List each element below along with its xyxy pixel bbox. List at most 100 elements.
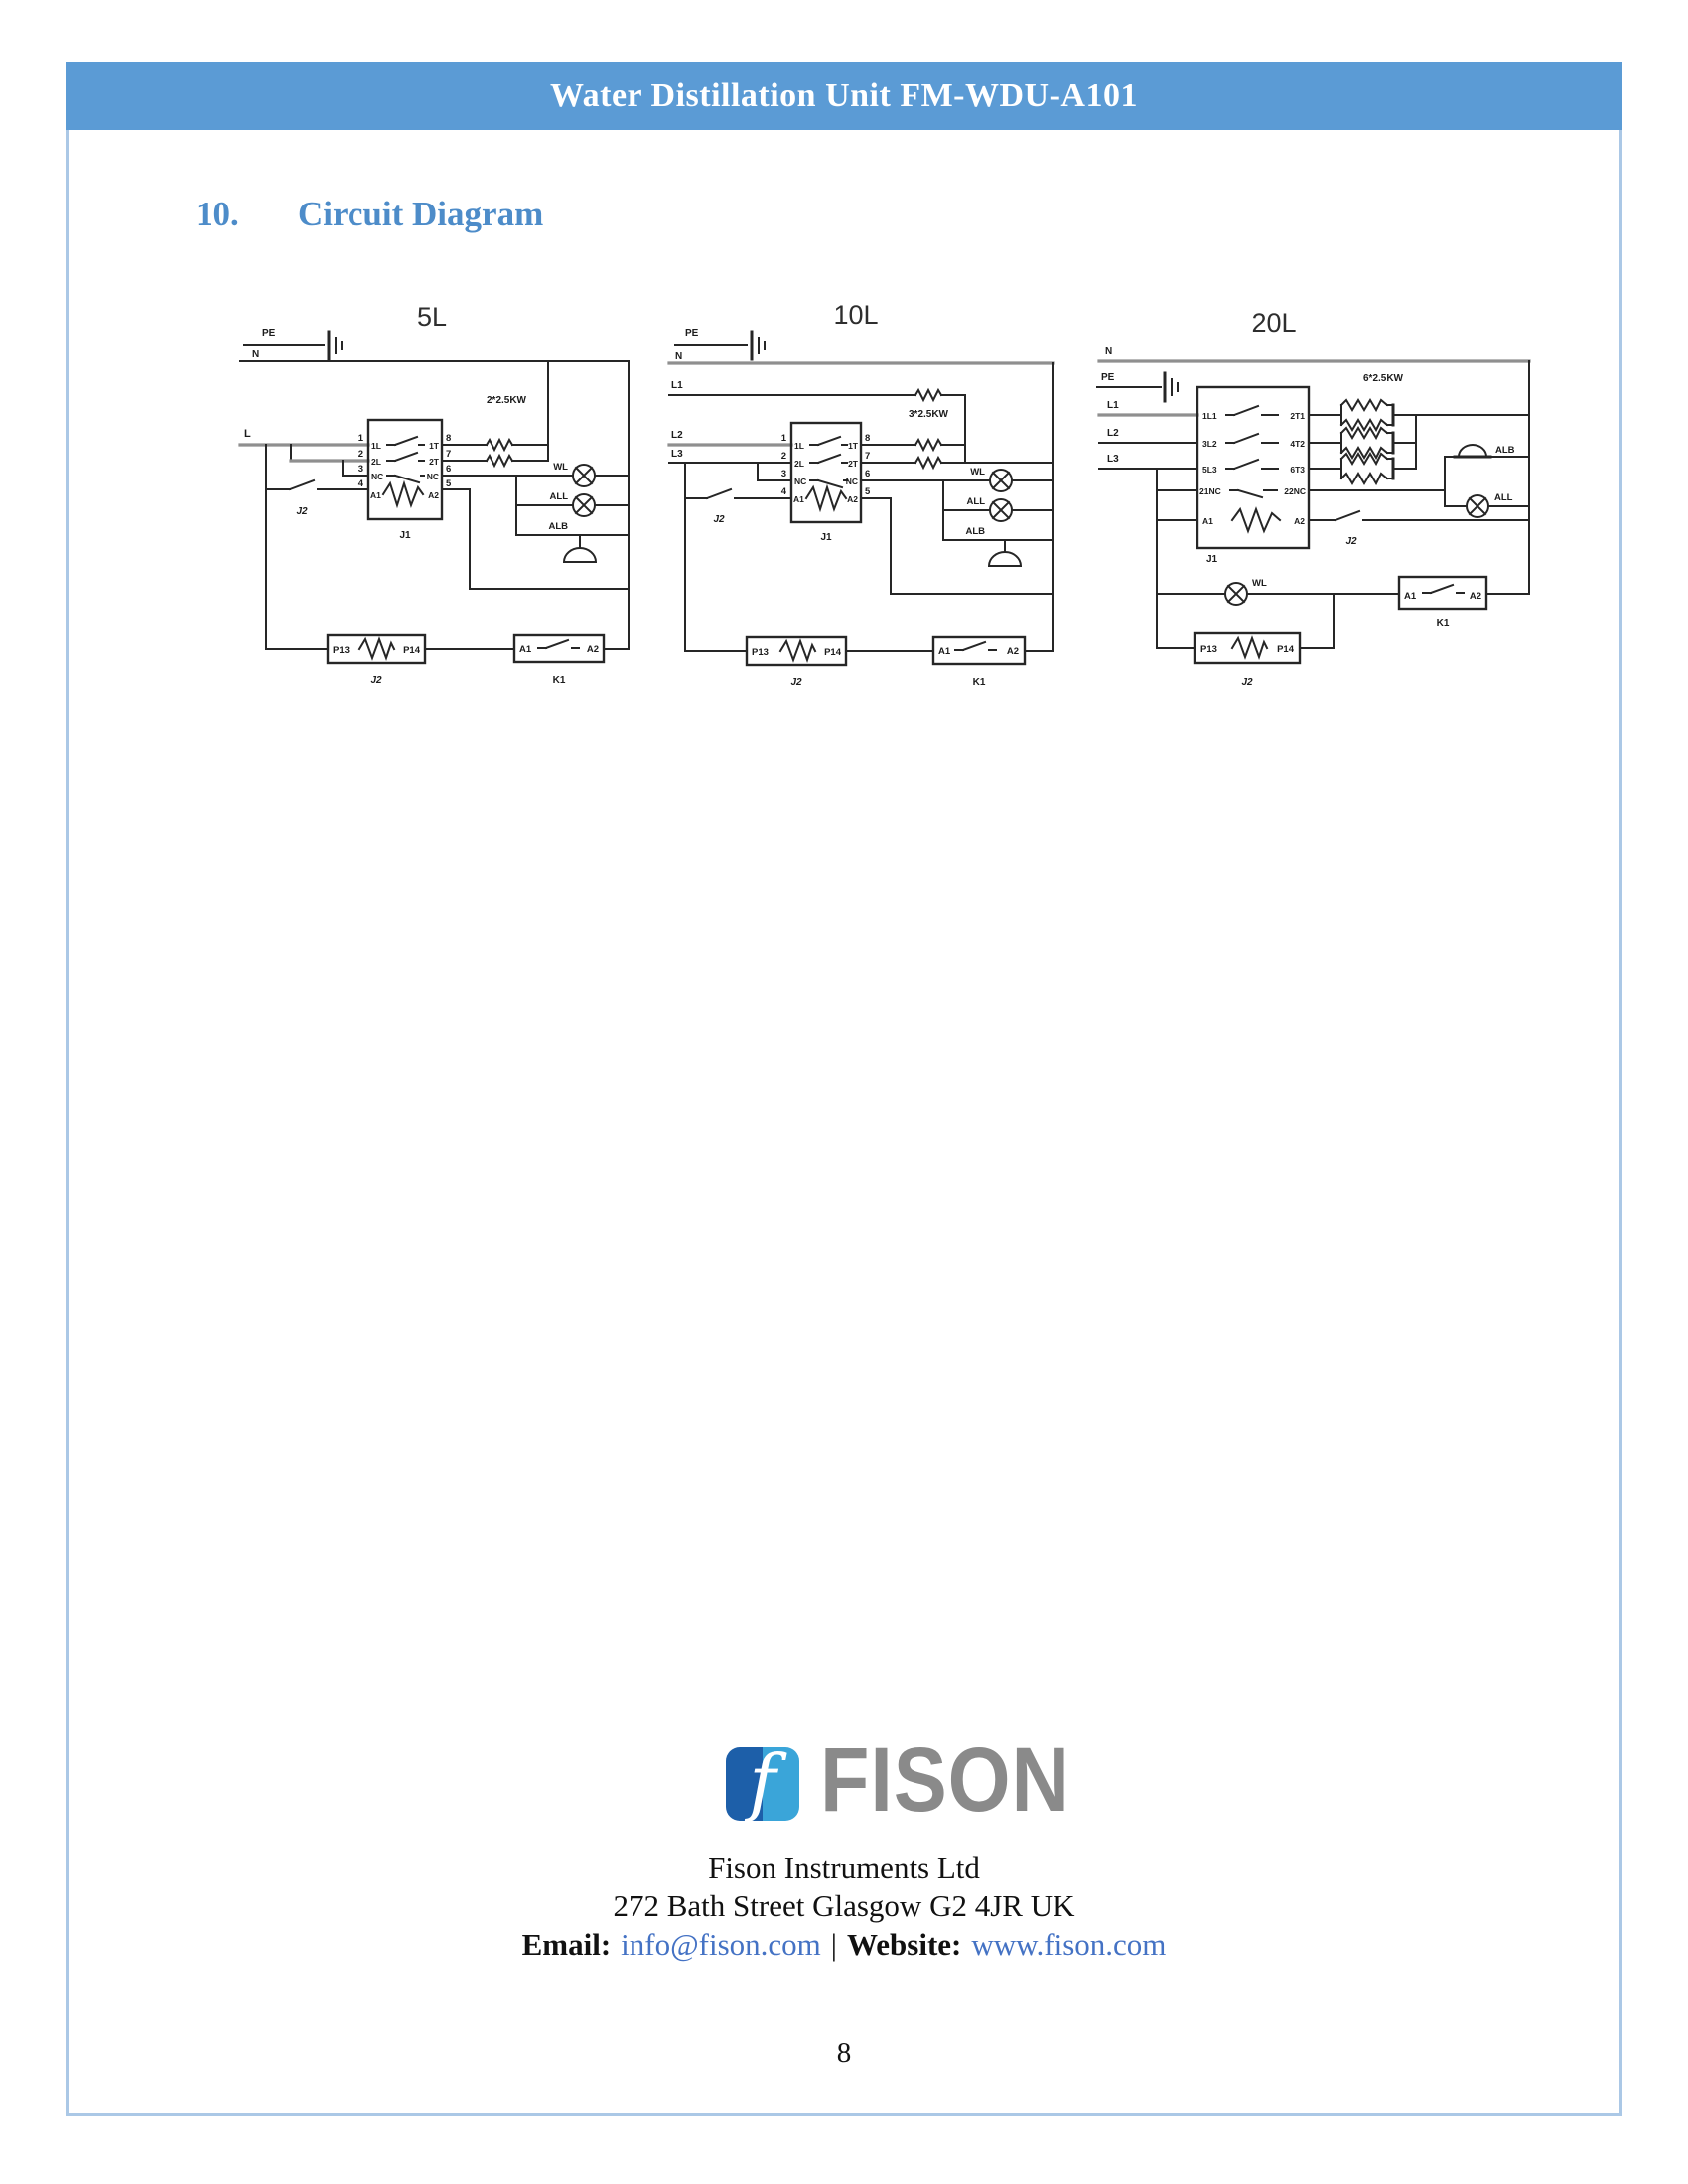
20l-pe-label: PE [1101, 372, 1115, 383]
20l-all-label: ALL [1494, 492, 1513, 503]
svg-text:P13: P13 [752, 647, 769, 658]
fison-logo-wordmark: FISON [820, 1729, 1070, 1831]
svg-text:P14: P14 [403, 645, 421, 656]
20l-wl-label: WL [1252, 578, 1267, 589]
10l-all-label: ALL [967, 496, 986, 507]
10l-pe-label: PE [685, 328, 699, 339]
20l-l3-label: L3 [1107, 454, 1119, 465]
svg-text:A2: A2 [1294, 516, 1305, 526]
10l-switch-label: J2 [713, 514, 725, 525]
svg-text:3: 3 [358, 464, 363, 475]
20l-title: 20L [1251, 308, 1296, 338]
fison-logo-icon: f [726, 1745, 799, 1821]
20l-contactor-label: J1 [1206, 554, 1218, 565]
svg-text:A2: A2 [428, 490, 439, 500]
20l-switch-label: J2 [1345, 536, 1357, 547]
svg-text:8: 8 [446, 433, 451, 444]
email-link[interactable]: info@fison.com [621, 1927, 821, 1962]
5l-all-label: ALL [550, 491, 569, 502]
svg-text:7: 7 [865, 451, 870, 462]
5l-wl-label: WL [553, 462, 568, 473]
footer-contact-line: Email:info@fison.com|Website:www.fison.c… [0, 1927, 1688, 1963]
svg-text:1T: 1T [848, 441, 859, 451]
10l-title: 10L [833, 300, 878, 330]
circuit-diagram-5l: 5L PE N L 2*2.5KW 1 2 3 4 1L 1T 2L 2T NC… [238, 302, 630, 686]
svg-text:2L: 2L [371, 457, 381, 467]
svg-text:22NC: 22NC [1284, 486, 1306, 496]
svg-text:2T: 2T [429, 457, 440, 467]
svg-text:7: 7 [446, 449, 451, 460]
svg-text:21NC: 21NC [1199, 486, 1221, 496]
svg-text:3: 3 [781, 469, 786, 479]
20l-l1-label: L1 [1107, 400, 1119, 411]
svg-text:2T1: 2T1 [1290, 411, 1305, 421]
5l-wiring [238, 330, 630, 665]
footer-company: Fison Instruments Ltd [708, 1850, 980, 1885]
svg-text:6T3: 6T3 [1290, 465, 1305, 475]
circuit-diagram-10l: 10L PE N L1 L2 L3 3*2.5KW 1 2 3 4 1L 1T … [667, 300, 1055, 688]
email-label: Email: [521, 1927, 612, 1962]
svg-text:P13: P13 [333, 645, 350, 656]
website-link[interactable]: www.fison.com [971, 1927, 1167, 1962]
svg-text:A1: A1 [370, 490, 381, 500]
svg-text:5L3: 5L3 [1202, 465, 1217, 475]
svg-text:A2: A2 [847, 494, 858, 504]
5l-n-label: N [252, 349, 259, 360]
svg-text:P14: P14 [824, 647, 842, 658]
svg-text:P13: P13 [1200, 644, 1217, 655]
10l-wiring [667, 330, 1055, 667]
5l-title: 5L [417, 302, 447, 332]
svg-text:P14: P14 [1277, 644, 1295, 655]
svg-text:4T2: 4T2 [1290, 439, 1305, 449]
svg-text:A1: A1 [1202, 516, 1213, 526]
20l-thermostat-label: J2 [1241, 677, 1253, 688]
svg-text:A2: A2 [1007, 646, 1019, 657]
svg-text:NC: NC [794, 477, 806, 486]
svg-text:NC: NC [846, 477, 858, 486]
section-heading: 10.Circuit Diagram [196, 195, 543, 234]
svg-text:4: 4 [781, 486, 787, 497]
svg-text:1L: 1L [794, 441, 804, 451]
5l-contactor-label: J1 [399, 530, 411, 541]
20l-labels: 20L N PE L1 L2 L3 6*2.5KW 1L1 2T1 3L2 4T… [1101, 308, 1515, 688]
10l-labels: 10L PE N L1 L2 L3 3*2.5KW 1 2 3 4 1L 1T … [671, 300, 1019, 688]
svg-text:5: 5 [446, 478, 452, 489]
svg-text:2L: 2L [794, 459, 804, 469]
svg-text:NC: NC [427, 472, 439, 481]
svg-text:NC: NC [371, 472, 383, 481]
website-label: Website: [846, 1927, 962, 1962]
5l-labels: 5L PE N L 2*2.5KW 1 2 3 4 1L 1T 2L 2T NC… [244, 302, 599, 686]
svg-text:2: 2 [358, 449, 363, 460]
svg-text:3L2: 3L2 [1202, 439, 1217, 449]
svg-text:2T: 2T [848, 459, 859, 469]
svg-text:1L: 1L [371, 441, 381, 451]
5l-pe-label: PE [262, 328, 276, 339]
5l-relay-label: K1 [553, 675, 566, 686]
10l-relay-label: K1 [973, 677, 986, 688]
svg-text:A1: A1 [519, 644, 532, 655]
20l-n-label: N [1105, 346, 1112, 357]
svg-text:1T: 1T [429, 441, 440, 451]
20l-wiring [1096, 359, 1531, 665]
20l-alb-label: ALB [1495, 445, 1515, 456]
svg-text:6: 6 [865, 469, 870, 479]
5l-switch-label: J2 [296, 506, 308, 517]
svg-text:A1: A1 [938, 646, 951, 657]
10l-l2-label: L2 [671, 430, 683, 441]
20l-heater-rating: 6*2.5KW [1363, 373, 1404, 384]
20l-relay-label: K1 [1437, 618, 1450, 629]
10l-heater-rating: 3*2.5KW [909, 409, 949, 420]
svg-text:1: 1 [358, 433, 364, 444]
section-title: Circuit Diagram [298, 195, 544, 233]
svg-text:8: 8 [865, 433, 870, 444]
10l-l1-label: L1 [671, 380, 683, 391]
10l-l3-label: L3 [671, 449, 683, 460]
svg-text:1L1: 1L1 [1202, 411, 1217, 421]
svg-text:1: 1 [781, 433, 787, 444]
5l-heater-rating: 2*2.5KW [487, 395, 527, 406]
10l-alb-label: ALB [965, 526, 985, 537]
10l-n-label: N [675, 351, 682, 362]
5l-l-label: L [244, 428, 251, 440]
10l-wl-label: WL [970, 467, 985, 478]
